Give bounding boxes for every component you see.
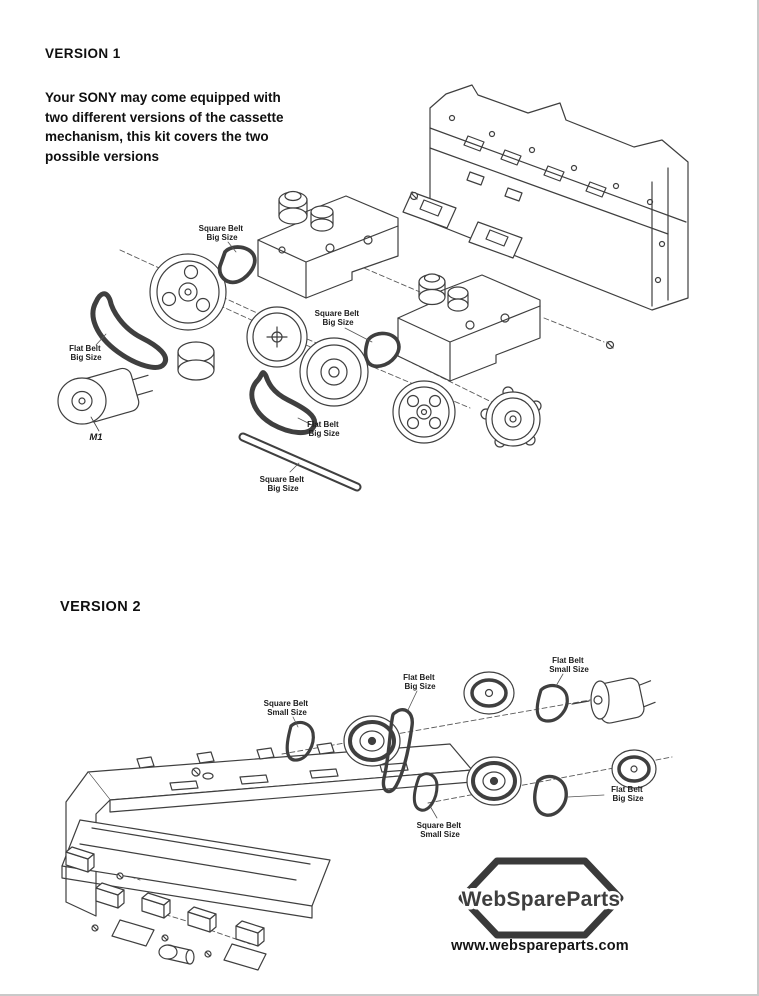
small-parts-cluster-v2	[65, 846, 267, 971]
clutch-gear-v1	[480, 386, 542, 448]
mounting-pad	[223, 943, 267, 971]
motor-m1	[57, 367, 153, 432]
screw-washer-v2	[191, 767, 214, 780]
screw-icon	[409, 191, 615, 350]
tape-head	[95, 882, 125, 909]
version1-heading: VERSION 1	[45, 46, 121, 61]
flat-belt-big-lower	[533, 774, 568, 817]
square-belt-small-upper	[285, 720, 315, 762]
version1-diagram: Square Belt Big Size Flat Belt Big Size …	[57, 84, 689, 493]
square-belt-big-top	[217, 245, 257, 285]
logo-text-halo: WebSpareParts	[464, 888, 619, 911]
flywheel-pulley-v1	[299, 337, 369, 407]
screw-icon	[91, 872, 212, 958]
flat-belt-big-upper	[381, 708, 414, 794]
label-square-belt-small-upper: Square Belt Small Size	[264, 699, 311, 717]
mounting-pad	[111, 919, 155, 947]
label-flat-belt-small: Flat Belt Small Size	[549, 656, 589, 674]
motor-v2	[571, 677, 656, 724]
hexagon-logo-icon	[458, 857, 624, 939]
square-belt-big-mid	[363, 331, 401, 368]
flywheel-left-v1	[149, 253, 227, 331]
flat-belt-small	[535, 683, 569, 723]
version2-heading: VERSION 2	[60, 599, 141, 615]
flat-belt-big-mid	[249, 370, 318, 435]
flat-belt-big-left	[90, 291, 168, 370]
flywheel-lower-v2	[466, 756, 522, 806]
tape-head	[187, 906, 217, 933]
webspareparts-logo: WebSpareParts WebSpareParts	[458, 857, 624, 939]
version2-diagram: Square Belt Small Size Flat Belt Big Siz…	[61, 656, 673, 971]
flywheel-mid-v1	[246, 306, 308, 368]
square-belt-small-lower	[412, 772, 439, 812]
intro-text: Your SONY may come equipped with two dif…	[45, 90, 284, 164]
label-flat-belt-big-upper: Flat Belt Big Size	[403, 673, 437, 691]
mechanism-block-left-v1	[257, 190, 399, 299]
label-square-belt-small-lower: Square Belt Small Size	[417, 821, 464, 839]
label-square-belt-bottom: Square Belt Big Size	[260, 475, 307, 493]
flywheel-right-v1	[392, 380, 456, 444]
small-motor	[158, 944, 195, 965]
leader-lines-v2	[292, 673, 605, 819]
label-square-belt-top: Square Belt Big Size	[199, 224, 246, 242]
flywheel-upper-v2	[343, 715, 401, 767]
website-url: www.webspareparts.com	[451, 938, 629, 954]
label-square-belt-mid: Square Belt Big Size	[315, 309, 362, 327]
tape-head	[65, 846, 95, 873]
label-flat-belt-big-lower: Flat Belt Big Size	[611, 785, 645, 803]
leader-lines-v1	[95, 241, 373, 473]
roller-bracket-v1	[177, 341, 215, 381]
rear-chassis-plate-v1	[429, 84, 689, 311]
tape-head	[235, 920, 265, 947]
pulley-drum-lower-v2	[611, 749, 657, 789]
front-deck-v2	[61, 819, 331, 919]
mounting-clip-plates-v1	[402, 191, 523, 259]
logo-text: WebSpareParts	[462, 888, 621, 911]
square-belt-big-long	[238, 432, 362, 492]
label-motor-m1: M1	[89, 432, 102, 443]
label-flat-belt-mid: Flat Belt Big Size	[307, 420, 341, 438]
mechanism-block-right-v1	[397, 273, 541, 382]
tape-head	[141, 892, 171, 919]
label-flat-belt-left: Flat Belt Big Size	[69, 344, 103, 362]
pulley-drum-upper-v2	[463, 671, 515, 715]
